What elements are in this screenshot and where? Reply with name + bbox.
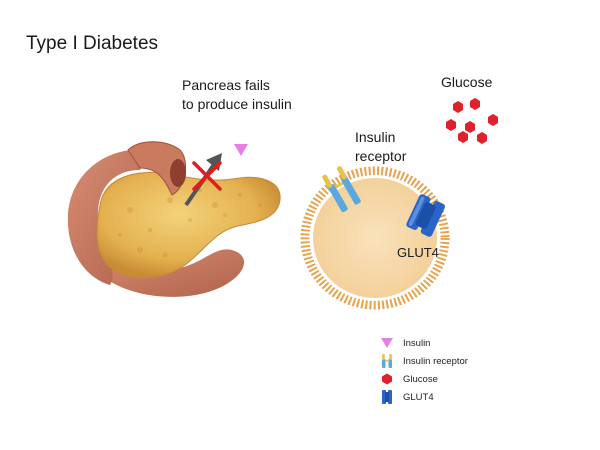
- glucose-hexagon-icon: [446, 119, 456, 131]
- insulin-receptor-icon: [378, 354, 396, 368]
- glucose-hexagon-icon: [453, 101, 463, 113]
- glut4-transporter-icon: [378, 390, 396, 404]
- pancreas-body: [96, 172, 281, 279]
- legend-label: Glucose: [403, 373, 438, 385]
- cell-membrane: [300, 166, 450, 310]
- glucose-hexagon-icon: [488, 114, 498, 126]
- glucose-label: Glucose: [441, 74, 493, 90]
- insulin-triangle-icon: [234, 144, 248, 156]
- insulin-triangle-icon: [378, 336, 396, 350]
- glucose-hexagon-icon: [378, 372, 396, 386]
- page-title: Type I Diabetes: [26, 33, 159, 54]
- glucose-hexagon-icon: [458, 131, 468, 143]
- cell: [300, 166, 450, 310]
- legend: Insulin Insulin receptor Glucose: [378, 334, 578, 406]
- legend-item-insulin-receptor: Insulin receptor: [378, 352, 578, 370]
- legend-label: Insulin: [403, 337, 431, 349]
- receptor-caption: Insulin receptor: [355, 128, 406, 166]
- legend-item-glucose: Glucose: [378, 370, 578, 388]
- legend-item-glut4: GLUT4: [378, 388, 578, 406]
- glucose-hexagon-icon: [465, 121, 475, 133]
- red-cross-icon: [192, 161, 222, 191]
- pancreas-caption-line-2: to produce insulin: [182, 96, 292, 112]
- duodenum-opening: [170, 159, 186, 187]
- receptor-caption-line-1: Insulin: [355, 129, 396, 145]
- glucose-hexagon-icon: [477, 132, 487, 144]
- glut4-transporter: [406, 194, 445, 237]
- pancreas-caption-line-1: Pancreas fails: [182, 77, 270, 93]
- insulin-receptor: [322, 166, 361, 213]
- pancreas-caption: Pancreas fails to produce insulin: [182, 76, 292, 114]
- cell-interior: [313, 178, 437, 298]
- glut4-label: GLUT4: [397, 245, 439, 260]
- glucose-hexagon-icon: [470, 98, 480, 110]
- legend-label: Insulin receptor: [403, 355, 468, 367]
- duodenum-curve: [67, 149, 150, 285]
- glucose-cluster: [446, 98, 498, 144]
- legend-label: GLUT4: [403, 391, 434, 403]
- pancreas-illustration: [67, 141, 281, 297]
- legend-item-insulin: Insulin: [378, 334, 578, 352]
- receptor-caption-line-2: receptor: [355, 148, 407, 164]
